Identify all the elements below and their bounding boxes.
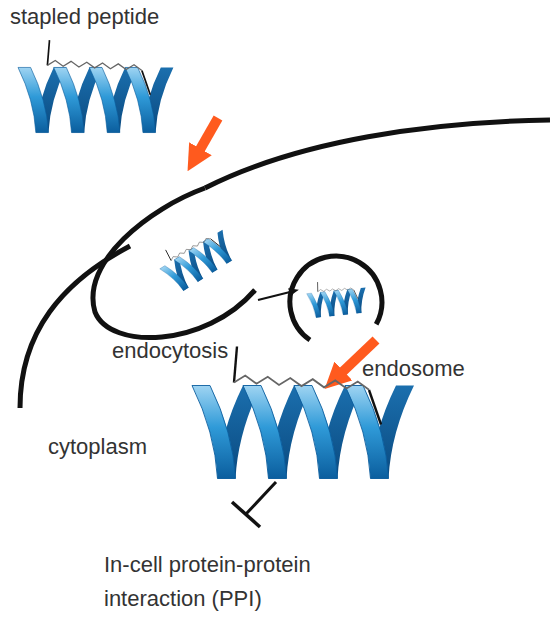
endosome-membrane bbox=[283, 249, 387, 343]
inhibition-bar bbox=[232, 502, 260, 527]
helix-front bbox=[18, 67, 48, 132]
endocytic-pocket bbox=[93, 188, 255, 338]
cell-membrane bbox=[20, 246, 130, 408]
staple-linker bbox=[234, 376, 369, 390]
staple-linker bbox=[170, 235, 211, 263]
staple-linker bbox=[211, 237, 220, 249]
staple-linker bbox=[47, 40, 49, 65]
staple-linker bbox=[165, 250, 172, 261]
helix-front bbox=[203, 234, 232, 268]
stapled-peptide-helix bbox=[18, 40, 173, 132]
staple-linker bbox=[318, 286, 354, 294]
helix-front bbox=[347, 288, 361, 314]
helix-front bbox=[192, 386, 236, 479]
cell-membrane bbox=[205, 120, 550, 188]
stage-label: endocytosis bbox=[112, 334, 228, 368]
target-label: In-cell protein-protein interaction (PPI… bbox=[104, 548, 404, 616]
helix-front bbox=[334, 290, 348, 316]
stapled-peptide-helix bbox=[153, 219, 239, 296]
staple-linker bbox=[47, 61, 142, 71]
helix-front bbox=[89, 67, 119, 132]
stage-label: stapled peptide bbox=[10, 0, 159, 34]
helix-front bbox=[320, 291, 334, 317]
helix-group bbox=[18, 40, 414, 478]
staple-linker bbox=[354, 290, 358, 299]
helix-front bbox=[243, 386, 287, 479]
helix-front bbox=[345, 386, 389, 479]
helix-front bbox=[54, 67, 84, 132]
stage-label: endosome bbox=[362, 352, 465, 386]
transport-arrow bbox=[258, 291, 294, 300]
helix-front bbox=[307, 292, 321, 318]
staple-linker bbox=[317, 282, 319, 292]
helix-front bbox=[294, 386, 338, 479]
staple-linker bbox=[142, 71, 150, 95]
staple-linker bbox=[369, 390, 381, 425]
stapled-peptide-helix bbox=[306, 277, 369, 318]
uptake-arrow bbox=[194, 118, 218, 160]
helix-front bbox=[125, 67, 155, 132]
staple-linker bbox=[234, 347, 237, 383]
inhibition-line bbox=[246, 482, 276, 514]
stage-label: cytoplasm bbox=[48, 430, 147, 464]
